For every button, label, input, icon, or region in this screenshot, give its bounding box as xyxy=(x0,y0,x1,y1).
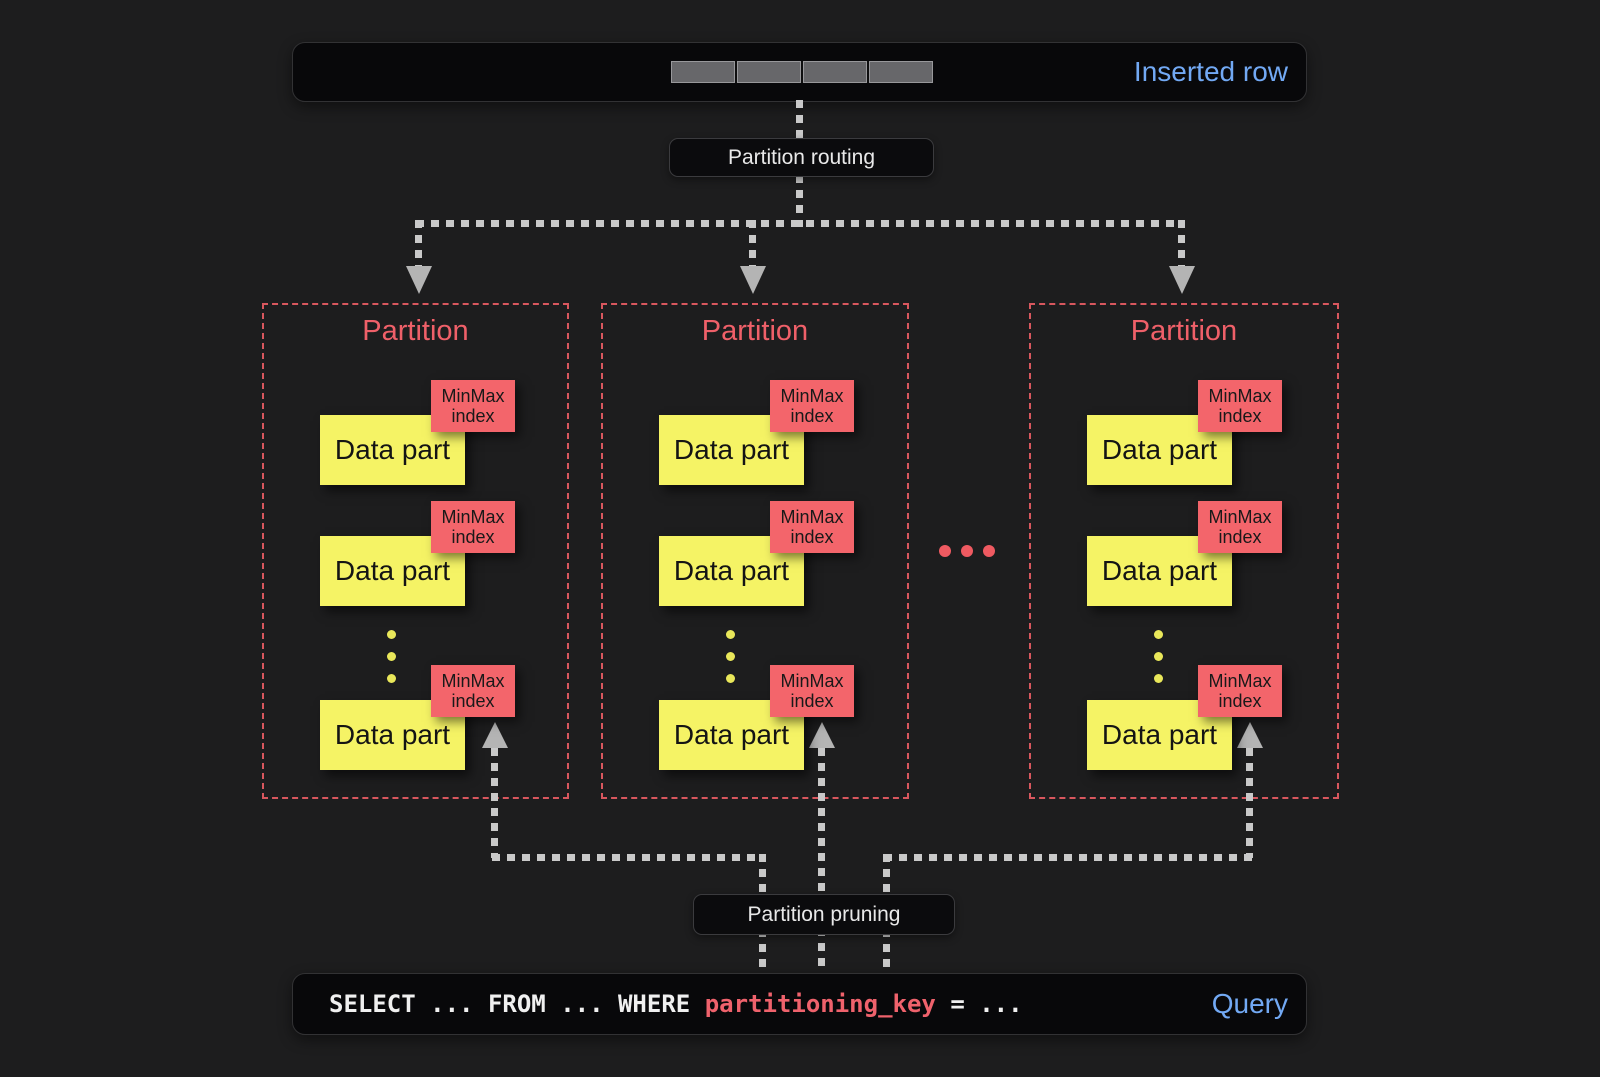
minmax-line2: index xyxy=(451,406,495,426)
minmax-index-tag: MinMax index xyxy=(770,501,854,553)
more-parts-dot xyxy=(1154,652,1163,661)
minmax-line2: index xyxy=(451,527,495,547)
minmax-line1: MinMax xyxy=(780,386,844,406)
data-part-group: MinMax index Data part xyxy=(1031,380,1337,485)
more-partitions-ellipsis-icon xyxy=(939,545,995,557)
minmax-index-tag: MinMax index xyxy=(770,380,854,432)
ellipsis-dot xyxy=(983,545,995,557)
arrow-up-icon xyxy=(482,722,508,748)
more-parts-dot xyxy=(387,630,396,639)
pruning-line xyxy=(1246,748,1253,858)
query-sql-text: SELECT ... FROM ... WHERE partitioning_k… xyxy=(329,974,1023,1034)
routing-drop-line xyxy=(415,220,422,266)
minmax-index-tag: MinMax index xyxy=(431,380,515,432)
data-part-group: MinMax index Data part xyxy=(603,501,907,606)
data-part-group: MinMax index Data part xyxy=(603,665,907,770)
data-part-group: MinMax index Data part xyxy=(264,380,567,485)
pruning-line xyxy=(491,748,498,858)
minmax-line1: MinMax xyxy=(1208,507,1272,527)
inserted-row-label: Inserted row xyxy=(1133,56,1288,87)
row-segment xyxy=(737,61,801,83)
minmax-line1: MinMax xyxy=(780,507,844,527)
minmax-index-tag: MinMax index xyxy=(770,665,854,717)
pruning-branch-line xyxy=(492,854,764,861)
sql-before: SELECT ... FROM ... WHERE xyxy=(329,990,705,1018)
inserted-row-box: Inserted row xyxy=(292,42,1307,102)
pruning-branch-line xyxy=(884,854,1252,861)
query-box: SELECT ... FROM ... WHERE partitioning_k… xyxy=(292,973,1307,1035)
minmax-line2: index xyxy=(1218,406,1262,426)
arrow-down-icon xyxy=(406,266,432,294)
more-parts-dot xyxy=(726,652,735,661)
data-part-group: MinMax index Data part xyxy=(264,501,567,606)
routing-drop-line xyxy=(749,220,756,266)
data-part-group: MinMax index Data part xyxy=(264,665,567,770)
minmax-index-tag: MinMax index xyxy=(431,665,515,717)
minmax-line1: MinMax xyxy=(780,671,844,691)
more-parts-dot xyxy=(387,652,396,661)
arrow-down-icon xyxy=(740,266,766,294)
minmax-line1: MinMax xyxy=(441,671,505,691)
query-label: Query xyxy=(1211,988,1288,1019)
sql-after: = ... xyxy=(935,990,1023,1018)
minmax-line2: index xyxy=(790,406,834,426)
row-segment xyxy=(671,61,735,83)
minmax-line2: index xyxy=(1218,527,1262,547)
more-parts-dot xyxy=(1154,674,1163,683)
partition-title: Partition xyxy=(362,315,469,347)
inserted-row-segments-icon xyxy=(671,61,933,83)
arrow-up-icon xyxy=(809,722,835,748)
data-part-group: MinMax index Data part xyxy=(1031,501,1337,606)
partition-title: Partition xyxy=(701,315,809,347)
arrow-down-icon xyxy=(1169,266,1195,294)
minmax-index-tag: MinMax index xyxy=(1198,501,1282,553)
routing-drop-line xyxy=(1178,220,1185,266)
partition-routing-label: Partition routing xyxy=(669,138,934,177)
minmax-line1: MinMax xyxy=(441,507,505,527)
sql-partitioning-key: partitioning_key xyxy=(704,990,936,1018)
minmax-line1: MinMax xyxy=(1208,671,1272,691)
minmax-line2: index xyxy=(790,691,834,711)
row-segment xyxy=(869,61,933,83)
minmax-line2: index xyxy=(451,691,495,711)
ellipsis-dot xyxy=(961,545,973,557)
minmax-line1: MinMax xyxy=(441,386,505,406)
more-parts-dot xyxy=(1154,630,1163,639)
more-parts-dot xyxy=(387,674,396,683)
routing-branch-line xyxy=(416,220,1184,227)
arrow-up-icon xyxy=(1237,722,1263,748)
pruning-line xyxy=(818,748,825,973)
minmax-index-tag: MinMax index xyxy=(431,501,515,553)
minmax-line2: index xyxy=(790,527,834,547)
ellipsis-dot xyxy=(939,545,951,557)
more-parts-dot xyxy=(726,630,735,639)
data-part-group: MinMax index Data part xyxy=(1031,665,1337,770)
more-parts-dot xyxy=(726,674,735,683)
partition-box: Partition MinMax index Data part MinMax … xyxy=(601,303,909,799)
partition-title: Partition xyxy=(1130,315,1238,347)
partition-pruning-label: Partition pruning xyxy=(693,894,955,935)
partition-box: Partition MinMax index Data part MinMax … xyxy=(1029,303,1339,799)
row-segment xyxy=(803,61,867,83)
data-part-group: MinMax index Data part xyxy=(603,380,907,485)
minmax-line1: MinMax xyxy=(1208,386,1272,406)
minmax-index-tag: MinMax index xyxy=(1198,665,1282,717)
partition-box: Partition MinMax index Data part MinMax … xyxy=(262,303,569,799)
data-part-box: Data part xyxy=(659,536,804,606)
data-part-box: Data part xyxy=(1087,536,1232,606)
minmax-line2: index xyxy=(1218,691,1262,711)
minmax-index-tag: MinMax index xyxy=(1198,380,1282,432)
